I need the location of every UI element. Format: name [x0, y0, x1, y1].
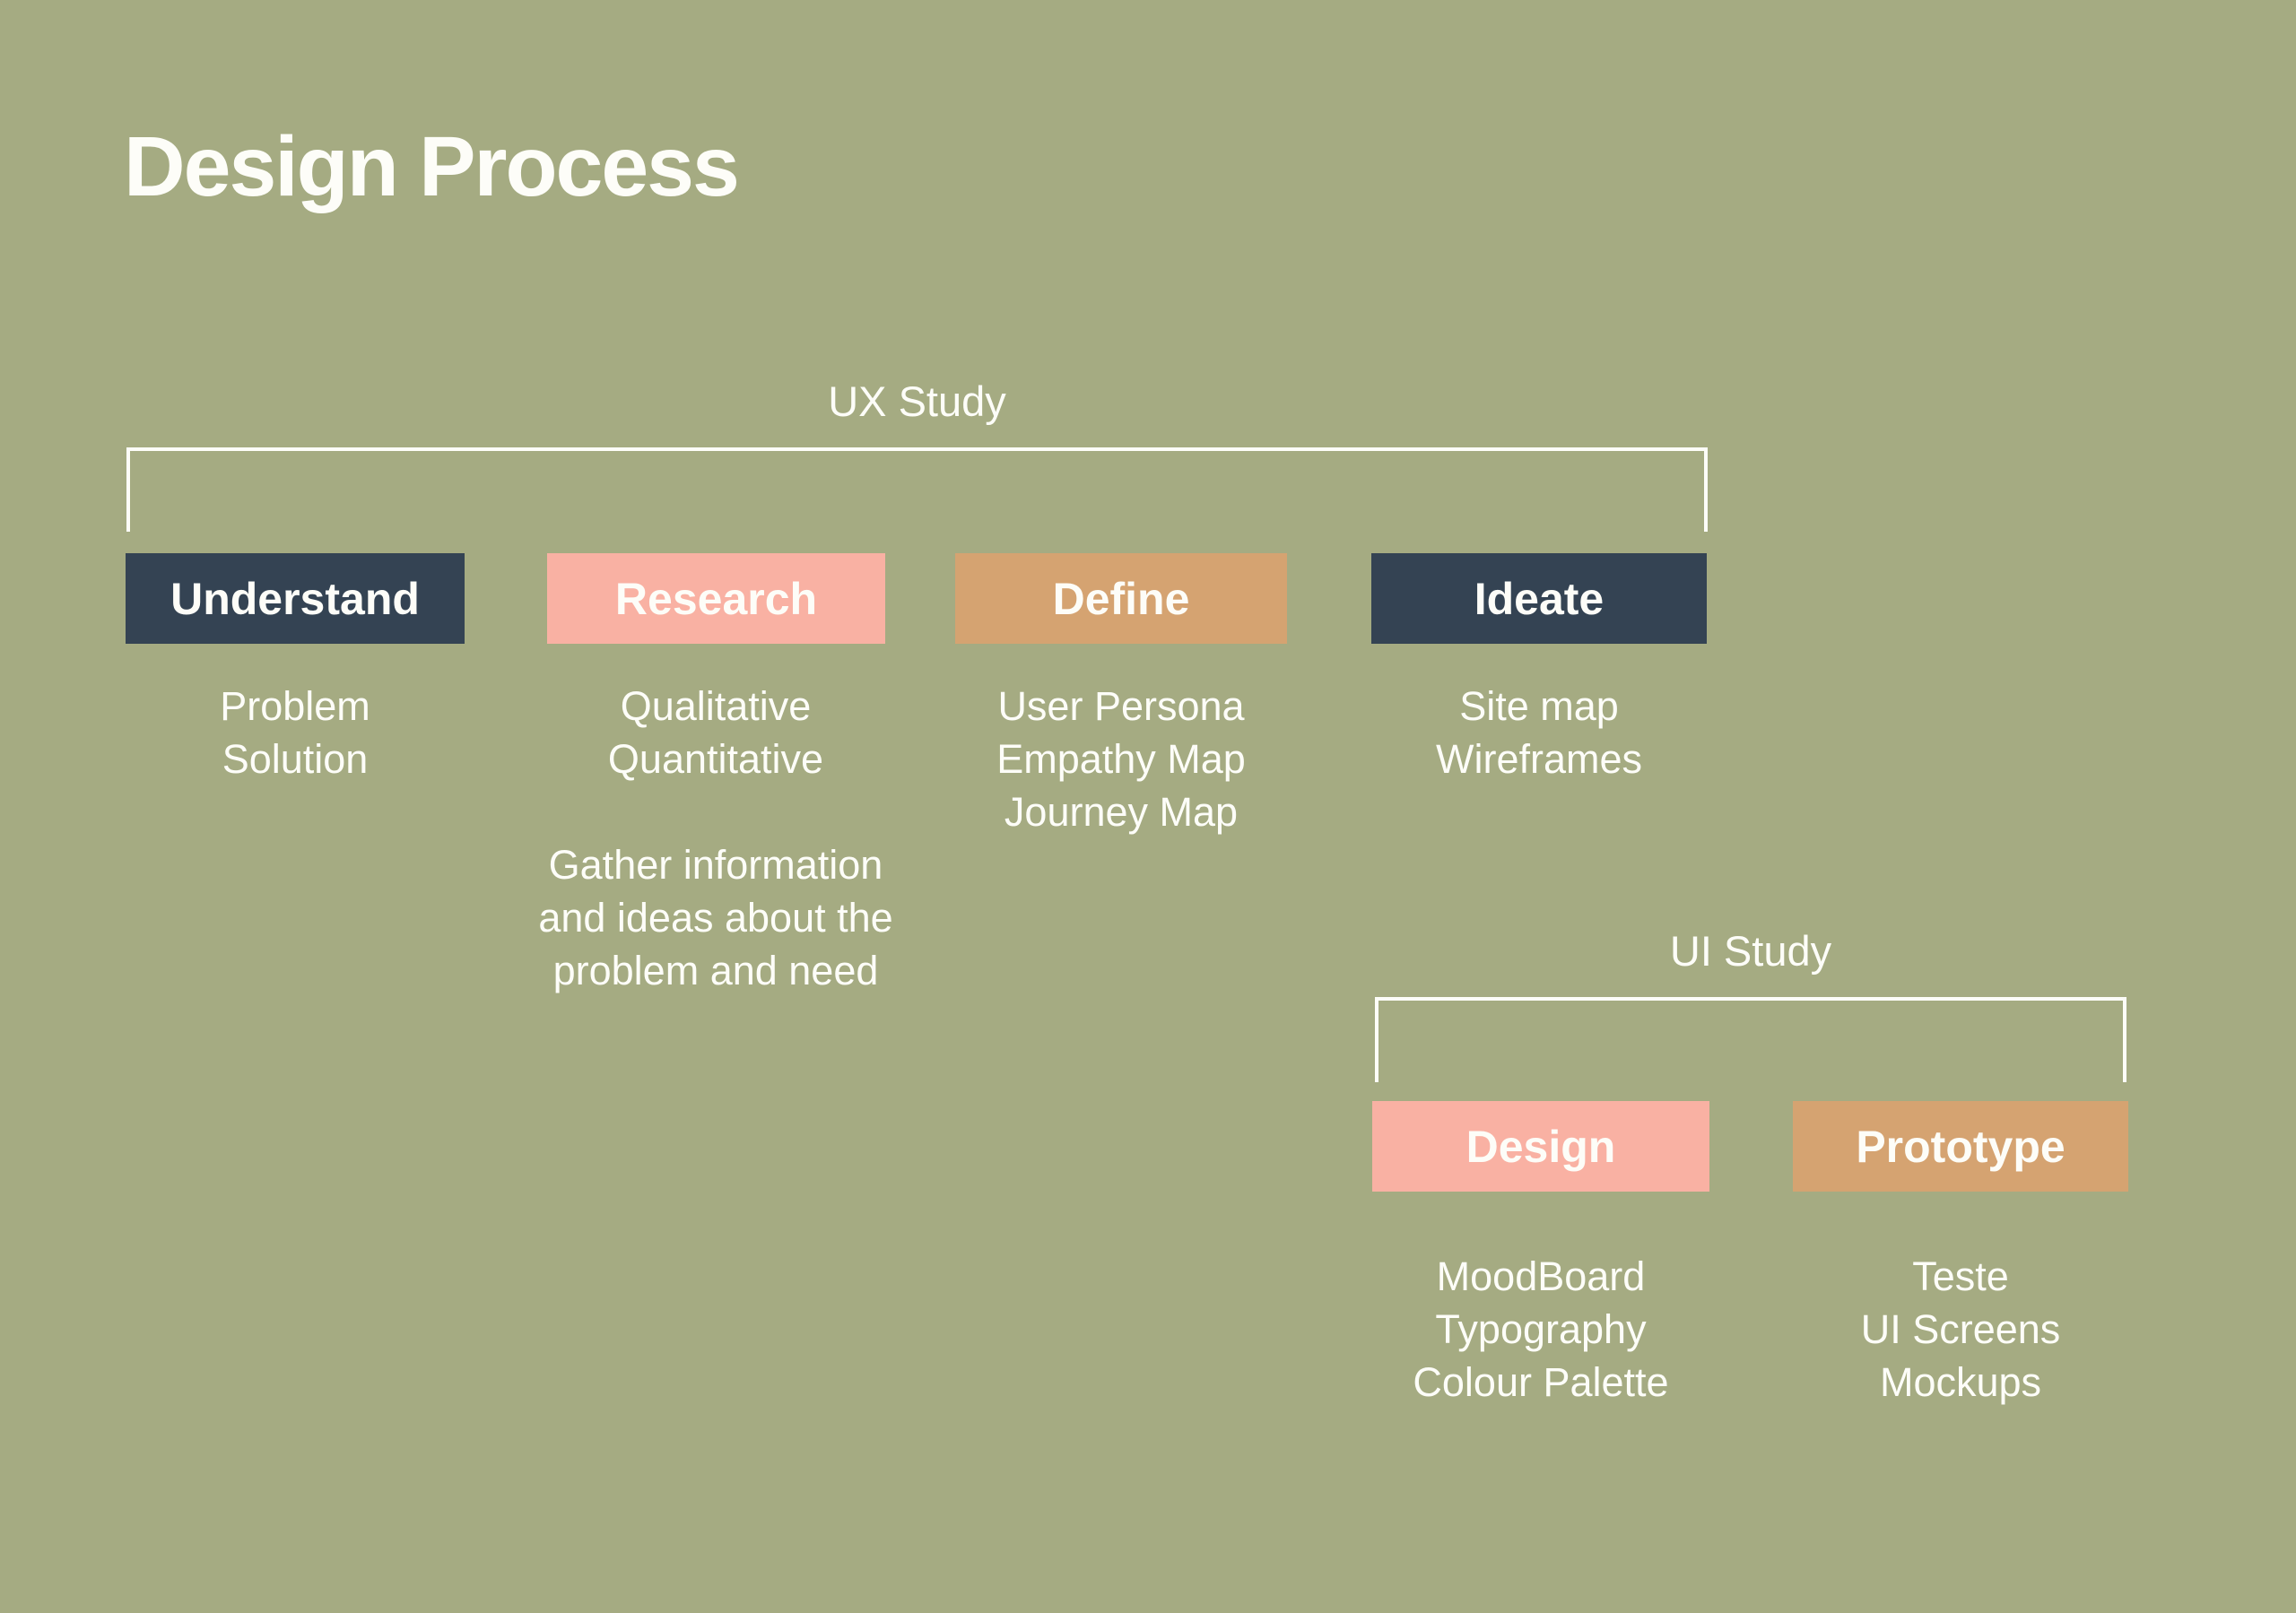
stage-box-prototype: Prototype [1793, 1101, 2128, 1192]
list-item: Empathy Map [996, 736, 1246, 782]
stage-box-define: Define [955, 553, 1287, 644]
stage-note-research: Gather information and ideas about the p… [465, 838, 967, 997]
list-item: Mockups [1879, 1359, 2042, 1405]
stage-box-ideate: Ideate [1371, 553, 1707, 644]
stage-items-research: Qualitative Quantitative [465, 680, 967, 785]
list-item: User Persona [997, 683, 1245, 729]
page-title: Design Process [124, 119, 740, 214]
stage-box-research: Research [547, 553, 885, 644]
ux-study-label: UX Study [828, 377, 1006, 425]
stage-items-design: MoodBoard Typography Colour Palette [1290, 1250, 1792, 1409]
note-line: Gather information [548, 842, 883, 888]
list-item: Colour Palette [1413, 1359, 1669, 1405]
stage-box-label: Ideate [1474, 573, 1605, 624]
stage-box-label: Understand [170, 573, 420, 624]
list-item: Quantitative [607, 736, 824, 782]
stage-box-design: Design [1372, 1101, 1709, 1192]
stage-items-ideate: Site map Wireframes [1288, 680, 1790, 785]
list-item: Qualitative [620, 683, 812, 729]
ui-study-label: UI Study [1669, 927, 1832, 975]
stage-items-prototype: Teste UI Screens Mockups [1709, 1250, 2212, 1409]
list-item: Wireframes [1435, 736, 1642, 782]
stage-box-label: Define [1052, 573, 1190, 624]
stage-box-label: Prototype [1856, 1121, 2066, 1172]
list-item: Problem [220, 683, 370, 729]
stage-box-label: Research [614, 573, 818, 624]
stage-items-understand: Problem Solution [44, 680, 546, 785]
note-line: and ideas about the [538, 895, 893, 941]
stage-items-define: User Persona Empathy Map Journey Map [870, 680, 1372, 838]
list-item: Teste [1912, 1253, 2009, 1299]
ui-study-bracket [1375, 997, 2126, 1082]
list-item: UI Screens [1860, 1306, 2061, 1352]
list-item: MoodBoard [1436, 1253, 1646, 1299]
ux-study-bracket [126, 447, 1708, 532]
stage-box-understand: Understand [126, 553, 465, 644]
list-item: Solution [222, 736, 369, 782]
list-item: Journey Map [1004, 789, 1239, 835]
note-line: problem and need [552, 948, 879, 993]
list-item: Typography [1435, 1306, 1647, 1352]
list-item: Site map [1459, 683, 1619, 729]
stage-box-label: Design [1465, 1121, 1616, 1172]
